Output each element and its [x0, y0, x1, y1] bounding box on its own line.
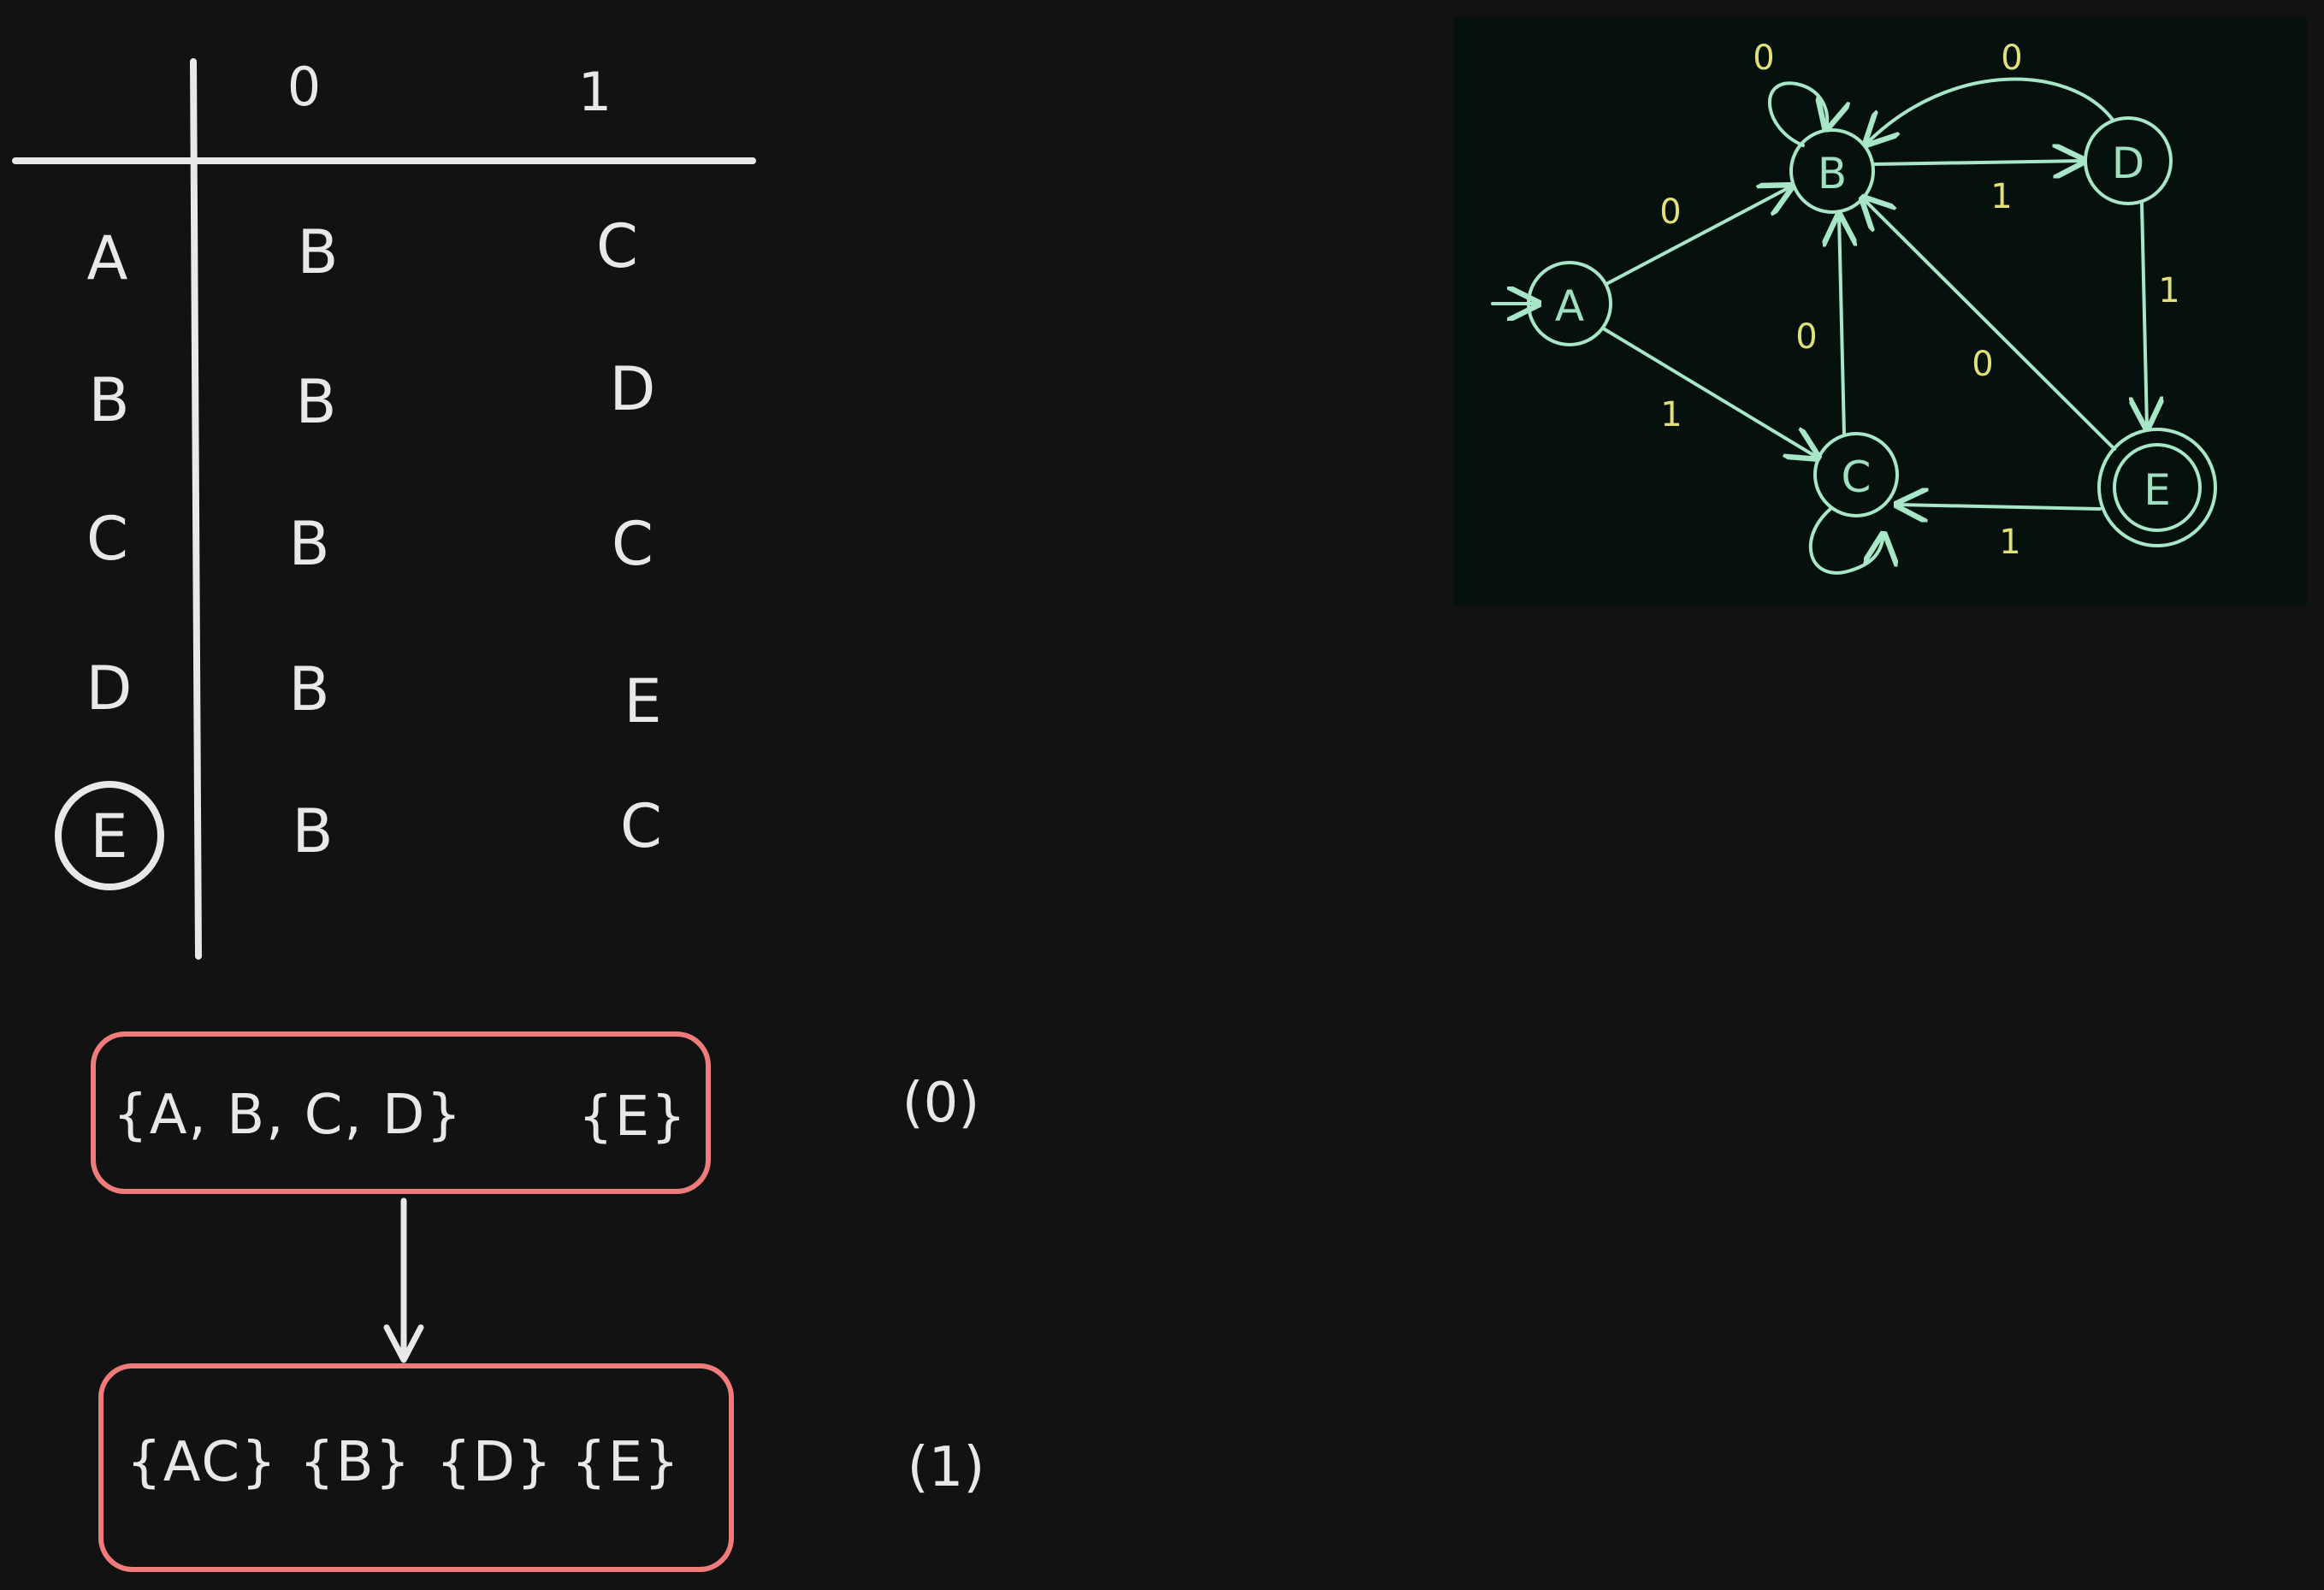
state-label-b: B [1817, 149, 1848, 198]
step-label-0: (0) [902, 1072, 980, 1135]
state-label-d: D [2111, 139, 2145, 188]
row-e-on-1: C [620, 791, 663, 861]
edge-label-d-e: 1 [2158, 271, 2180, 310]
row-e-on-0: B [292, 796, 334, 866]
edge-d-e [2142, 202, 2147, 428]
state-label-e: E [2144, 465, 2171, 515]
partition-0-group-1: {A, B, C, D} [113, 1084, 464, 1147]
partition-1-group-2: {B} [299, 1431, 412, 1494]
edge-e-c [1897, 505, 2102, 509]
state-node-c [1813, 432, 1899, 517]
edge-a-c [1603, 328, 1818, 458]
row-c-on-1: C [612, 509, 654, 579]
edge-label-c-b: 0 [1795, 317, 1818, 357]
row-a-on-0: B [297, 217, 340, 287]
header-symbol-0: 0 [287, 56, 322, 118]
edge-label-b-d: 1 [1990, 177, 2013, 216]
edge-b-loop [1767, 81, 1827, 147]
edge-label-a-c: 1 [1660, 395, 1682, 434]
edge-d-b [1866, 77, 2114, 144]
partition-1-group-3: {D} [436, 1431, 553, 1494]
state-node-a [1527, 261, 1612, 346]
edge-e-b [1863, 198, 2116, 451]
row-b-on-1: D [609, 354, 657, 424]
edge-a-b [1605, 186, 1791, 286]
partition-1-group-4: {E} [571, 1431, 681, 1494]
row-d-on-0: B [288, 654, 331, 724]
header-symbol-1: 1 [577, 61, 613, 123]
dfa-diagram: A B C D E 0 1 0 1 0 0 1 0 1 [1454, 17, 2307, 606]
edge-c-loop [1808, 507, 1883, 575]
state-label-c: C [1841, 452, 1872, 502]
state-label-a: A [1554, 281, 1585, 331]
edge-label-e-c: 1 [1999, 523, 2021, 562]
row-state-a: A [86, 223, 129, 293]
row-b-on-0: B [295, 367, 338, 437]
partition-box-step-1 [98, 1363, 734, 1572]
edge-label-b-loop: 0 [1753, 38, 1775, 78]
row-d-on-1: E [624, 666, 663, 736]
step-label-1: (1) [907, 1436, 985, 1499]
edge-label-e-b: 0 [1972, 345, 1994, 384]
partition-0-group-2: {E} [578, 1085, 688, 1149]
edge-b-d [1872, 161, 2084, 164]
row-state-b: B [88, 365, 131, 435]
row-state-c: C [86, 504, 129, 574]
edge-c-b [1839, 216, 1844, 436]
state-node-e-inner [2113, 443, 2202, 532]
dfa-graph [1491, 77, 2217, 575]
row-state-d: D [86, 653, 133, 724]
row-c-on-0: B [288, 509, 331, 579]
final-state-ring [55, 781, 164, 890]
partition-1-group-1: {AC} [127, 1431, 278, 1494]
row-a-on-1: C [596, 211, 639, 281]
edge-label-d-b: 0 [2001, 38, 2023, 78]
edge-label-a-b: 0 [1659, 192, 1682, 232]
row-state-e: E [90, 801, 129, 872]
partition-box-step-0 [91, 1031, 711, 1194]
table-vertical-rule [190, 58, 202, 960]
